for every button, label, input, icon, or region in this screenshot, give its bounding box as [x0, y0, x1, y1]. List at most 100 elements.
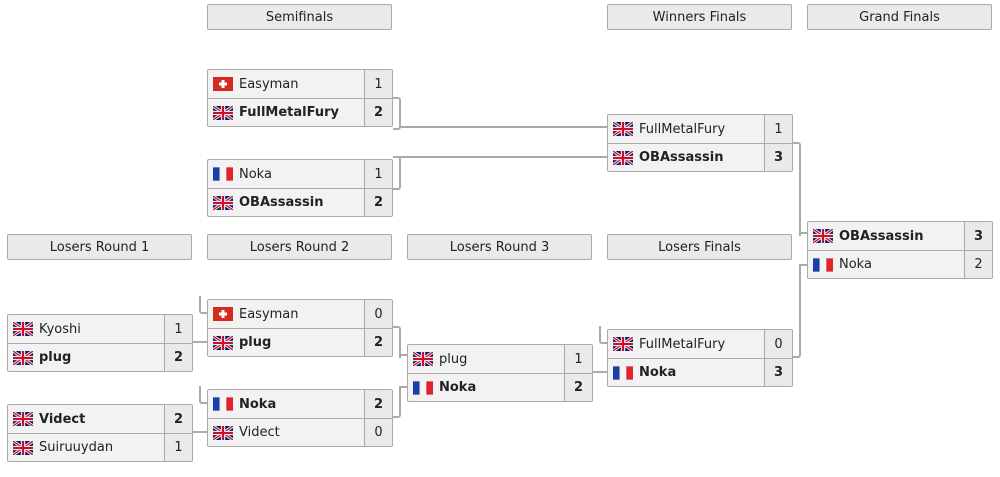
player-name[interactable]: plug — [239, 335, 272, 350]
player-row[interactable]: FullMetalFury 1 — [608, 115, 792, 143]
player-row[interactable]: plug 1 — [408, 345, 592, 373]
player-name[interactable]: plug — [39, 350, 72, 365]
player-name[interactable]: plug — [439, 351, 468, 367]
header-losers-round-1: Losers Round 1 — [7, 234, 192, 260]
player-score: 3 — [764, 359, 792, 386]
player-name[interactable]: Noka — [239, 166, 272, 182]
player-row[interactable]: Noka 2 — [808, 250, 992, 278]
player-score: 3 — [764, 144, 792, 171]
player-row[interactable]: Easyman 0 — [208, 300, 392, 328]
player-score: 3 — [964, 222, 992, 250]
connector — [393, 326, 401, 358]
player-score: 1 — [164, 434, 192, 461]
player-score: 1 — [364, 70, 392, 98]
connector — [799, 264, 807, 266]
player-row[interactable]: plug 2 — [208, 328, 392, 356]
player-name-cell: plug — [208, 335, 364, 350]
player-score: 1 — [764, 115, 792, 143]
france-flag-icon — [813, 257, 833, 272]
player-row[interactable]: OBAssassin 3 — [608, 143, 792, 171]
player-name[interactable]: Kyoshi — [39, 321, 81, 337]
player-score: 1 — [164, 315, 192, 343]
player-row[interactable]: plug 2 — [8, 343, 192, 371]
player-row[interactable]: Suiruuydan 1 — [8, 433, 192, 461]
connector — [199, 386, 209, 404]
uk-flag-icon — [612, 336, 634, 352]
connector — [799, 232, 809, 234]
player-name-cell: Noka — [208, 397, 364, 412]
player-name[interactable]: Noka — [239, 396, 277, 412]
player-name-cell: plug — [408, 351, 564, 367]
match-losers-round-1-a[interactable]: Kyoshi 1 plug 2 — [7, 314, 193, 372]
player-row[interactable]: OBAssassin 3 — [808, 222, 992, 250]
connector — [393, 386, 401, 418]
player-name-cell: OBAssassin — [808, 228, 964, 244]
connector — [793, 264, 801, 358]
player-name[interactable]: Suiruuydan — [39, 440, 114, 455]
player-score: 2 — [164, 405, 192, 433]
player-name[interactable]: OBAssassin — [239, 195, 324, 210]
player-name[interactable]: Noka — [439, 380, 477, 395]
uk-flag-icon — [12, 321, 34, 337]
player-score: 1 — [564, 345, 592, 373]
uk-flag-icon — [212, 335, 234, 350]
player-name[interactable]: Videct — [39, 411, 86, 427]
player-row[interactable]: Kyoshi 1 — [8, 315, 192, 343]
uk-flag-icon — [212, 105, 234, 120]
player-score: 2 — [364, 329, 392, 356]
player-name[interactable]: Videct — [239, 425, 280, 440]
switzerland-flag-icon — [213, 307, 233, 321]
player-score: 2 — [164, 344, 192, 371]
connector — [193, 341, 207, 343]
connector — [393, 156, 401, 190]
player-name[interactable]: FullMetalFury — [239, 105, 339, 120]
uk-flag-icon — [12, 411, 34, 427]
player-row[interactable]: FullMetalFury 2 — [208, 98, 392, 126]
player-name-cell: OBAssassin — [208, 195, 364, 210]
player-name[interactable]: Easyman — [239, 76, 299, 92]
player-row[interactable]: Videct 2 — [8, 405, 192, 433]
player-name-cell: plug — [8, 350, 164, 365]
connector — [793, 142, 801, 236]
player-name[interactable]: FullMetalFury — [639, 121, 726, 137]
player-row[interactable]: Easyman 1 — [208, 70, 392, 98]
player-name[interactable]: OBAssassin — [639, 150, 724, 165]
player-name[interactable]: Noka — [639, 365, 677, 380]
player-name[interactable]: OBAssassin — [839, 228, 924, 244]
player-score: 2 — [964, 251, 992, 278]
france-flag-icon — [213, 167, 233, 181]
header-grand-finals: Grand Finals — [807, 4, 992, 30]
player-name[interactable]: FullMetalFury — [639, 336, 726, 352]
uk-flag-icon — [612, 150, 634, 165]
player-name[interactable]: Noka — [839, 257, 872, 272]
switzerland-flag-icon — [213, 77, 233, 91]
france-flag-icon — [613, 365, 633, 380]
player-score: 0 — [364, 300, 392, 328]
uk-flag-icon — [212, 425, 234, 440]
connector — [199, 296, 209, 314]
match-losers-round-2-a[interactable]: Easyman 0 plug 2 — [207, 299, 393, 357]
header-semifinals: Semifinals — [207, 4, 392, 30]
player-name-cell: FullMetalFury — [608, 336, 764, 352]
player-score: 2 — [364, 99, 392, 126]
player-name-cell: Easyman — [208, 77, 364, 92]
player-name-cell: Noka — [608, 365, 764, 380]
player-name[interactable]: Easyman — [239, 306, 299, 322]
header-winners-finals: Winners Finals — [607, 4, 792, 30]
uk-flag-icon — [812, 228, 834, 244]
player-row[interactable]: Noka 3 — [608, 358, 792, 386]
